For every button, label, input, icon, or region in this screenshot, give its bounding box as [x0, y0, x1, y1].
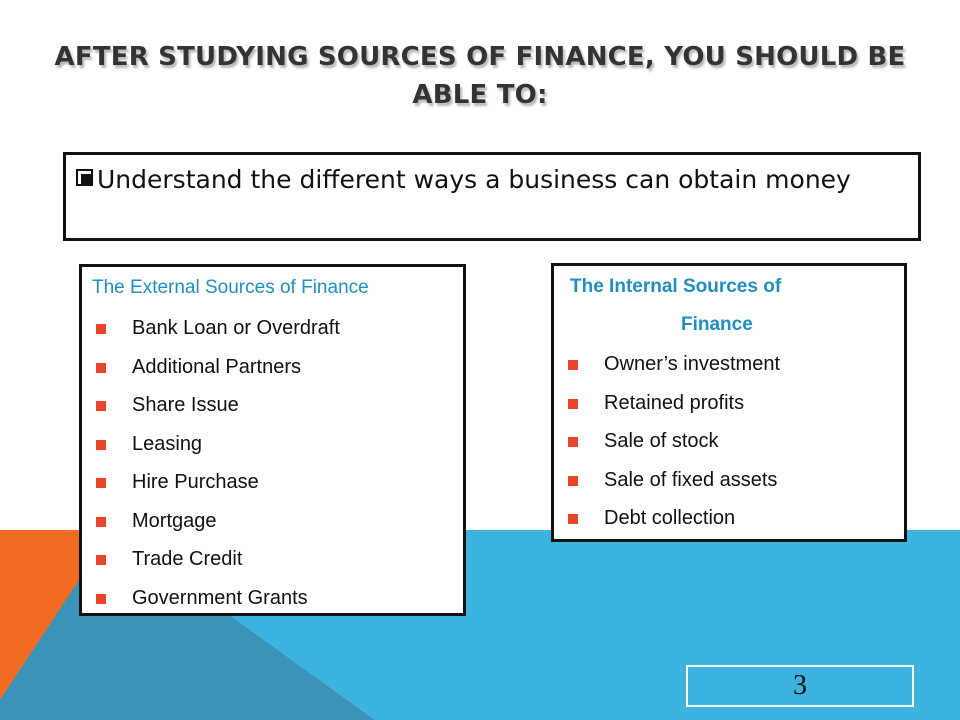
page-number: 3 — [793, 670, 807, 701]
list-item: Share Issue — [86, 386, 340, 425]
objective-box: Understand the different ways a business… — [63, 152, 921, 241]
square-bullet-icon — [96, 401, 106, 411]
list-item-label: Trade Credit — [132, 548, 243, 570]
external-sources-heading: The External Sources of Finance — [92, 277, 369, 298]
square-bullet-icon — [96, 516, 106, 527]
list-item-label: Debt collection — [604, 507, 736, 529]
list-item-label: Mortgage — [132, 509, 217, 532]
square-bullet-icon — [568, 437, 578, 447]
page-number-box: 3 — [686, 665, 914, 707]
square-bullet-icon — [568, 514, 578, 524]
objective-text: Understand the different ways a business… — [97, 165, 851, 194]
list-item: Trade Credit — [86, 540, 340, 579]
external-sources-box: The External Sources of Finance Bank Loa… — [79, 264, 466, 616]
list-item-label: Sale of stock — [604, 430, 719, 452]
internal-sources-box: The Internal Sources of Finance Owner’s … — [551, 263, 907, 542]
list-item-label: Share Issue — [132, 394, 239, 416]
list-item: Additional Partners — [86, 348, 340, 387]
list-item: Bank Loan or Overdraft — [86, 309, 340, 348]
list-item-label: Owner’s investment — [604, 353, 780, 375]
list-item: Sale of stock — [558, 422, 780, 461]
objective-line: Understand the different ways a business… — [76, 165, 851, 194]
external-sources-list: Bank Loan or Overdraft Additional Partne… — [86, 309, 340, 617]
list-item-label: Additional Partners — [132, 355, 301, 378]
internal-sources-heading-continued: Finance — [681, 314, 753, 335]
checkbox-bullet-icon — [76, 169, 93, 186]
list-item-label: Retained profits — [604, 391, 745, 414]
internal-sources-heading: The Internal Sources of — [570, 276, 782, 297]
square-bullet-icon — [96, 555, 106, 565]
square-bullet-icon — [96, 593, 106, 604]
list-item: Owner’s investment — [558, 345, 780, 384]
list-item: Leasing — [86, 425, 340, 464]
list-item: Hire Purchase — [86, 463, 340, 502]
square-bullet-icon — [568, 475, 578, 486]
internal-sources-list: Owner’s investment Retained profits Sale… — [558, 345, 780, 538]
list-item: Sale of fixed assets — [558, 461, 780, 500]
list-item: Mortgage — [86, 502, 340, 541]
list-item: Retained profits — [558, 384, 780, 423]
square-bullet-icon — [96, 478, 106, 488]
square-bullet-icon — [568, 360, 578, 370]
list-item-label: Hire Purchase — [132, 471, 259, 493]
list-item-label: Sale of fixed assets — [604, 468, 778, 491]
list-item: Government Grants — [86, 579, 340, 618]
list-item-label: Leasing — [132, 432, 203, 455]
square-bullet-icon — [96, 324, 106, 334]
square-bullet-icon — [96, 362, 106, 373]
square-bullet-icon — [568, 398, 578, 409]
list-item: Debt collection — [558, 499, 780, 538]
list-item-label: Government Grants — [132, 586, 308, 609]
slide-title: AFTER STUDYING SOURCES OF FINANCE, YOU S… — [54, 42, 906, 110]
list-item-label: Bank Loan or Overdraft — [132, 317, 340, 339]
square-bullet-icon — [96, 439, 106, 450]
